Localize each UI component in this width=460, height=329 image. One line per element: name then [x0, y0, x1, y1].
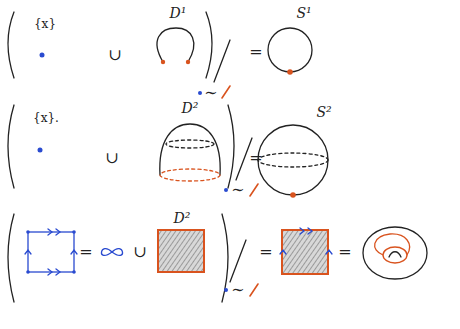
operator-symbol: ∼: [231, 182, 244, 198]
operator-symbol: ∪: [105, 150, 118, 166]
space-label: {x}.: [33, 112, 59, 124]
space-label: D¹: [170, 6, 187, 20]
space-label: D²: [182, 101, 199, 115]
space-label: S¹: [296, 6, 311, 20]
operator-symbol: =: [259, 244, 272, 260]
space-label: {x}: [34, 18, 56, 30]
operator-symbol: =: [79, 244, 92, 260]
space-label: S²: [316, 105, 331, 119]
operator-symbol: =: [249, 150, 262, 166]
operator-symbol: ∼: [231, 282, 244, 298]
operator-symbol: ∪: [133, 244, 146, 260]
operator-symbol: ∼: [204, 85, 217, 101]
operator-symbol: ∪: [108, 47, 121, 63]
operator-symbol: =: [249, 44, 262, 60]
operator-symbol: =: [338, 244, 351, 260]
space-label: D²: [174, 211, 191, 225]
